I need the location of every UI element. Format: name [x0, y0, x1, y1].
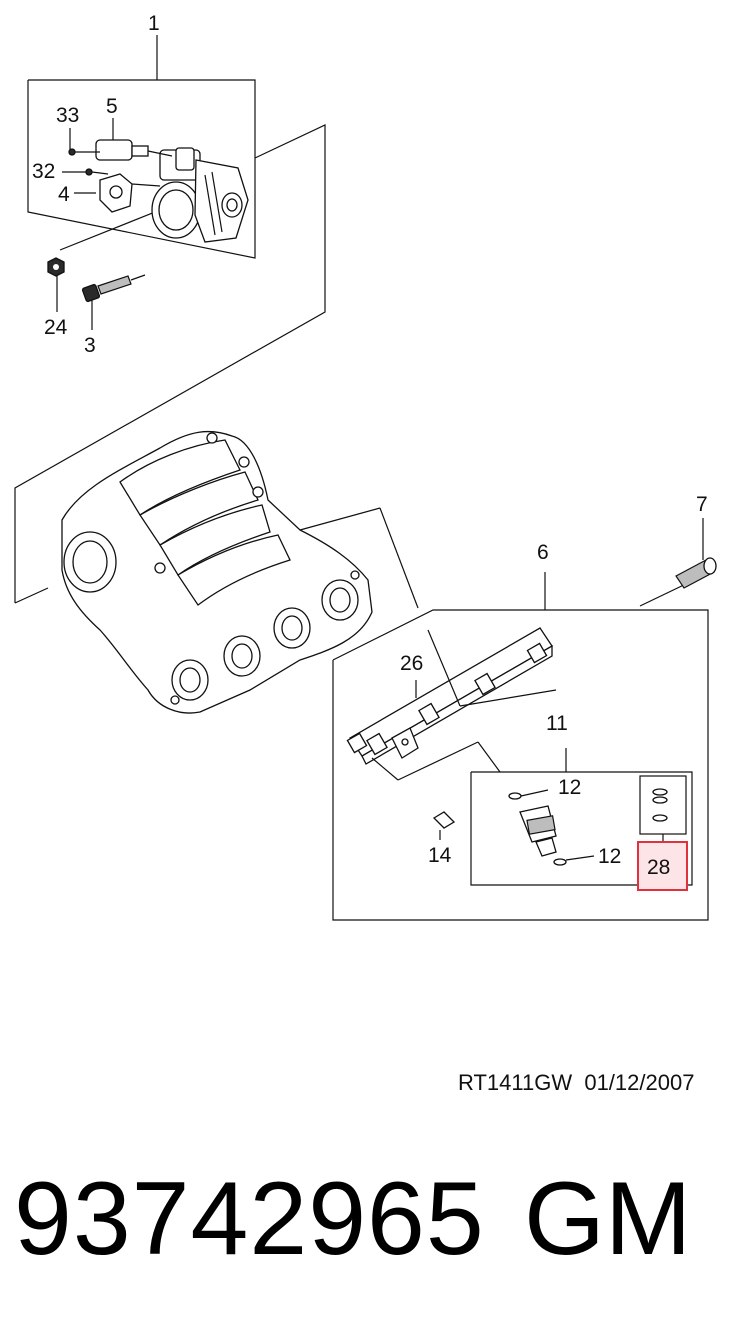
idle-valve-part — [95, 118, 173, 161]
callout-3: 3 — [84, 334, 96, 357]
brand-label: GM — [524, 1161, 692, 1277]
screw-33-part — [68, 128, 100, 156]
callout-14: 14 — [428, 844, 452, 867]
sensor-4-part — [74, 173, 161, 213]
callout-26: 26 — [400, 652, 423, 675]
nut-24-part — [47, 257, 65, 312]
bolt-7-part — [675, 518, 717, 589]
highlight-box-28[interactable] — [637, 841, 688, 891]
callout-33: 33 — [56, 104, 79, 127]
injector-part — [508, 789, 595, 866]
throttle-body-part — [151, 147, 249, 243]
clip-14-part — [432, 811, 456, 840]
callout-24: 24 — [44, 316, 68, 339]
callout-32: 32 — [32, 160, 55, 183]
callout-4: 4 — [58, 183, 70, 206]
callout-28[interactable]: 28 — [647, 856, 670, 879]
parts-diagram: 1 5 33 32 4 24 3 7 6 26 11 12 12 14 28 — [14, 12, 717, 921]
callout-5: 5 — [106, 95, 118, 118]
callout-12-upper: 12 — [558, 776, 581, 799]
callout-12-lower: 12 — [598, 845, 621, 868]
callout-7: 7 — [696, 493, 708, 516]
callout-1: 1 — [148, 12, 160, 35]
intake-manifold-part — [61, 430, 419, 714]
callout-11: 11 — [546, 712, 568, 735]
throttle-body-group — [14, 35, 326, 604]
fuel-rail-part — [346, 627, 557, 781]
oring-kit-part — [639, 775, 687, 848]
fuel-rail-group — [332, 518, 717, 921]
screw-32-part — [62, 168, 109, 176]
part-number: 93742965 — [14, 1161, 485, 1277]
callout-6: 6 — [537, 541, 549, 564]
diagram-reference-code: RT1411GW 01/12/2007 — [458, 1070, 695, 1095]
bolt-3-part — [81, 274, 146, 330]
